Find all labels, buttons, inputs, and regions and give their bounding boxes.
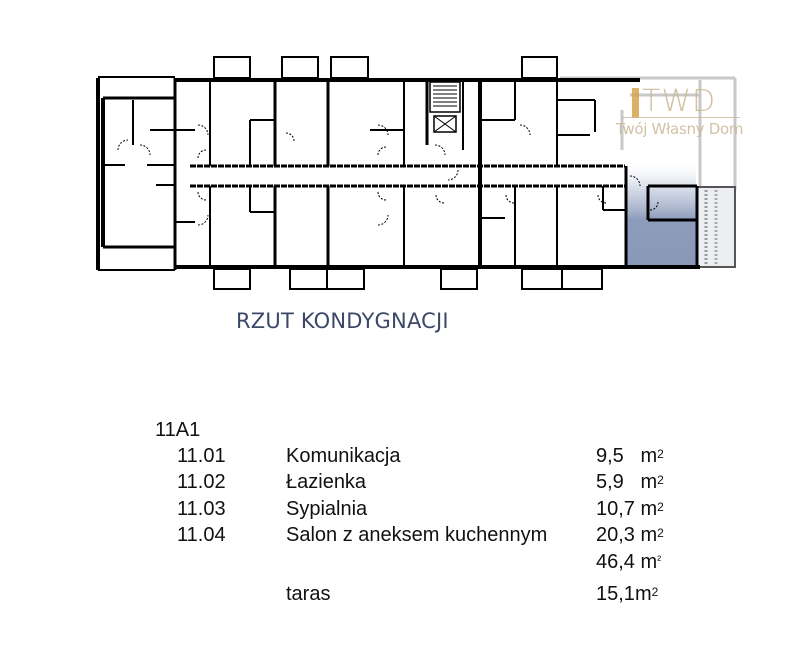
room-name: Łazienka	[286, 471, 367, 493]
terrace-area: 15,1m2	[596, 583, 659, 605]
room-area: 20,3 m2	[596, 524, 664, 546]
balconies-top	[213, 56, 558, 79]
total-area: 46,4 m²	[596, 551, 662, 573]
logo-divider	[622, 117, 740, 118]
room-area: 9,5 m2	[596, 445, 664, 467]
room-name: Salon z aneksem kuchennym	[286, 524, 548, 546]
room-number: 11.04	[177, 524, 226, 546]
logo-accent-bar	[632, 88, 639, 118]
room-area: 10,7 m2	[596, 498, 664, 520]
room-number: 11.03	[177, 498, 226, 520]
plan-title: RZUT KONDYGNACJI	[236, 309, 449, 333]
balconies-bottom	[213, 268, 603, 290]
logo-mark: TWD	[642, 84, 717, 119]
logo-tagline: Twój Własny Dom	[616, 120, 744, 138]
highlighted-apartment-11a1	[626, 160, 696, 268]
apartment-id: 11A1	[155, 419, 201, 441]
terrace-11a1	[696, 186, 736, 268]
terrace-label: taras	[286, 583, 331, 605]
room-number: 11.01	[177, 445, 226, 467]
twd-logo: TWD Twój Własny Dom	[612, 84, 744, 144]
floor-plan	[96, 56, 737, 290]
room-number: 11.02	[177, 471, 226, 493]
room-name: Komunikacja	[286, 445, 401, 467]
room-name: Sypialnia	[286, 498, 368, 520]
room-area: 5,9 m2	[596, 471, 664, 493]
